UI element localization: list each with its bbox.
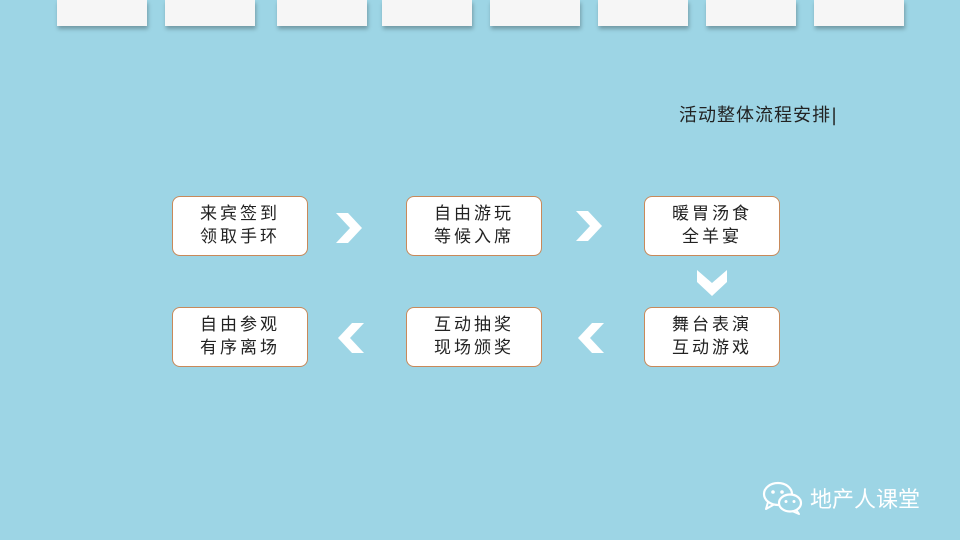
flow-step-2: 自由游玩 等候入席 [406,196,542,256]
wechat-icon [762,481,803,515]
chevron-right-icon [576,211,602,241]
flow-step-4-line1: 舞台表演 [672,315,752,335]
flow-step-5-line2: 现场颁奖 [434,338,514,358]
flow-step-6: 自由参观 有序离场 [172,307,308,367]
flow-step-2-line1: 自由游玩 [434,204,514,224]
flow-step-1-line1: 来宾签到 [200,204,280,224]
flow-step-5: 互动抽奖 现场颁奖 [406,307,542,367]
flow-step-5-line1: 互动抽奖 [434,315,514,335]
top-tab-8 [814,0,904,26]
top-tab-4 [382,0,472,26]
top-tab-7 [706,0,796,26]
brand-name: 地产人课堂 [810,488,921,513]
flow-step-6-line2: 有序离场 [200,338,280,358]
top-tab-3 [277,0,367,26]
top-tab-1 [57,0,147,26]
flow-step-4: 舞台表演 互动游戏 [644,307,780,367]
flow-step-1: 来宾签到 领取手环 [172,196,308,256]
brand-watermark: 地产人课堂 [762,480,920,516]
chevron-left-icon [578,323,604,353]
flow-step-3-line2: 全羊宴 [682,227,742,247]
flow-step-3: 暖胃汤食 全羊宴 [644,196,780,256]
top-tab-5 [490,0,580,26]
flow-step-3-line1: 暖胃汤食 [672,204,752,224]
chevron-left-icon [338,323,364,353]
flow-step-2-line2: 等候入席 [434,227,514,247]
flow-step-6-line1: 自由参观 [200,315,280,335]
chevron-down-icon [697,270,727,296]
chevron-right-icon [336,213,362,243]
page-title: 活动整体流程安排| [679,105,839,126]
flow-step-1-line2: 领取手环 [200,227,280,247]
top-tab-2 [165,0,255,26]
top-tab-6 [598,0,688,26]
flow-step-4-line2: 互动游戏 [672,338,752,358]
